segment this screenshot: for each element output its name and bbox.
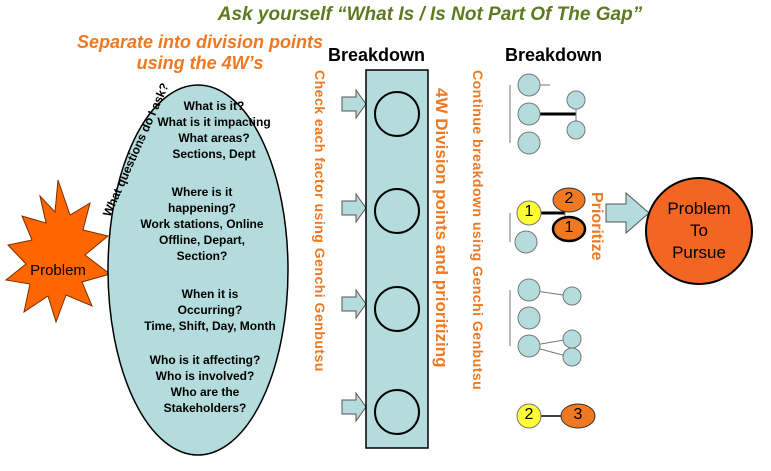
tree-node	[562, 347, 582, 367]
question-line: What areas?	[178, 131, 250, 145]
questions-ellipse	[107, 84, 289, 456]
prioritize-label: Prioritize	[588, 192, 605, 261]
question-line: Who is involved?	[155, 369, 255, 383]
arrow-who	[341, 391, 367, 423]
result-line-3: Pursue	[672, 243, 726, 262]
factor-arrows	[341, 88, 367, 423]
subtitle-line-1: Separate into division points	[76, 32, 324, 52]
result-line-1: Problem	[667, 199, 731, 218]
priority-number-2b: 2	[524, 406, 534, 423]
priority-node-yellow-2	[516, 403, 542, 429]
result-label: Problem To Pursue	[648, 198, 750, 264]
arrow-when	[341, 288, 367, 320]
problem-burst-shape	[4, 179, 112, 324]
arrow-where	[341, 192, 367, 224]
question-line: Work stations, Online	[140, 217, 264, 231]
division-points-label: 4W Division points and prioritizing	[432, 88, 451, 368]
question-where: Where is it happening? Work stations, On…	[102, 184, 302, 264]
question-line: Section?	[176, 249, 228, 263]
page-title: Ask yourself “What Is / Is Not Part Of T…	[217, 4, 643, 25]
tree-node	[562, 329, 582, 349]
prioritize-arrow	[605, 191, 650, 235]
priority-node-yellow-1	[516, 200, 542, 226]
breakdown-box	[365, 69, 429, 449]
tree-node	[566, 90, 586, 110]
question-line: When it is	[181, 287, 239, 301]
tree-group-1	[509, 73, 586, 155]
tree-node	[517, 131, 541, 155]
question-who: Who is it affecting? Who is involved? Wh…	[105, 352, 305, 416]
question-line: Offline, Depart,	[158, 233, 245, 247]
tree-group-2	[509, 187, 587, 254]
check-factor-label: Check each factor using Genchi Genbutsu	[312, 70, 328, 372]
question-line: Occurring?	[177, 303, 243, 317]
question-what: What is it? What is it impacting What ar…	[114, 98, 314, 162]
question-line: What is it?	[183, 99, 245, 113]
question-line: Who are the	[170, 385, 240, 399]
question-line: Where is it	[171, 185, 233, 199]
continue-breakdown-label: Continue breakdown using Genchi Genbutsu	[470, 70, 486, 391]
breakdown-circle-2	[374, 188, 420, 234]
tree-node	[566, 120, 586, 140]
question-when: When it is Occurring? Time, Shift, Day, …	[110, 286, 310, 334]
question-line: What is it impacting	[157, 115, 271, 129]
priority-number-1b: 1	[564, 219, 574, 236]
result-line-2: To	[690, 221, 708, 240]
priority-number-2: 2	[564, 190, 574, 207]
tree-group-4	[516, 403, 596, 429]
question-line: happening?	[168, 201, 236, 215]
breakdown-header-2: Breakdown	[505, 45, 603, 65]
priority-number-1: 1	[524, 203, 534, 220]
tree-group-3	[509, 278, 582, 367]
tree-node	[562, 286, 582, 306]
tree-node	[517, 334, 541, 358]
breakdown-header-1: Breakdown	[328, 45, 426, 65]
result-circle	[645, 177, 753, 285]
question-line: Sections, Dept	[172, 147, 256, 161]
tree-node	[517, 102, 541, 126]
question-line: Stakeholders?	[163, 401, 247, 415]
priority-node-orange-3	[560, 403, 596, 429]
arrow-what	[341, 88, 367, 120]
tree-node	[517, 306, 541, 330]
question-line: Who is it affecting?	[149, 353, 261, 367]
breakdown-circle-3	[374, 286, 420, 332]
problem-label: Problem	[30, 262, 86, 279]
question-line: Time, Shift, Day, Month	[144, 319, 276, 333]
breakdown-circle-1	[374, 91, 420, 137]
tree-node	[517, 73, 541, 97]
priority-number-3: 3	[573, 406, 583, 423]
priority-node-orange-2	[552, 187, 586, 213]
breakdown-circle-4	[374, 389, 420, 435]
tree-node	[514, 230, 538, 254]
priority-node-orange-1	[551, 215, 587, 243]
tree-node	[517, 278, 541, 302]
subtitle: Separate into division points using the …	[40, 32, 360, 74]
subtitle-line-2: using the 4W’s	[136, 53, 264, 73]
